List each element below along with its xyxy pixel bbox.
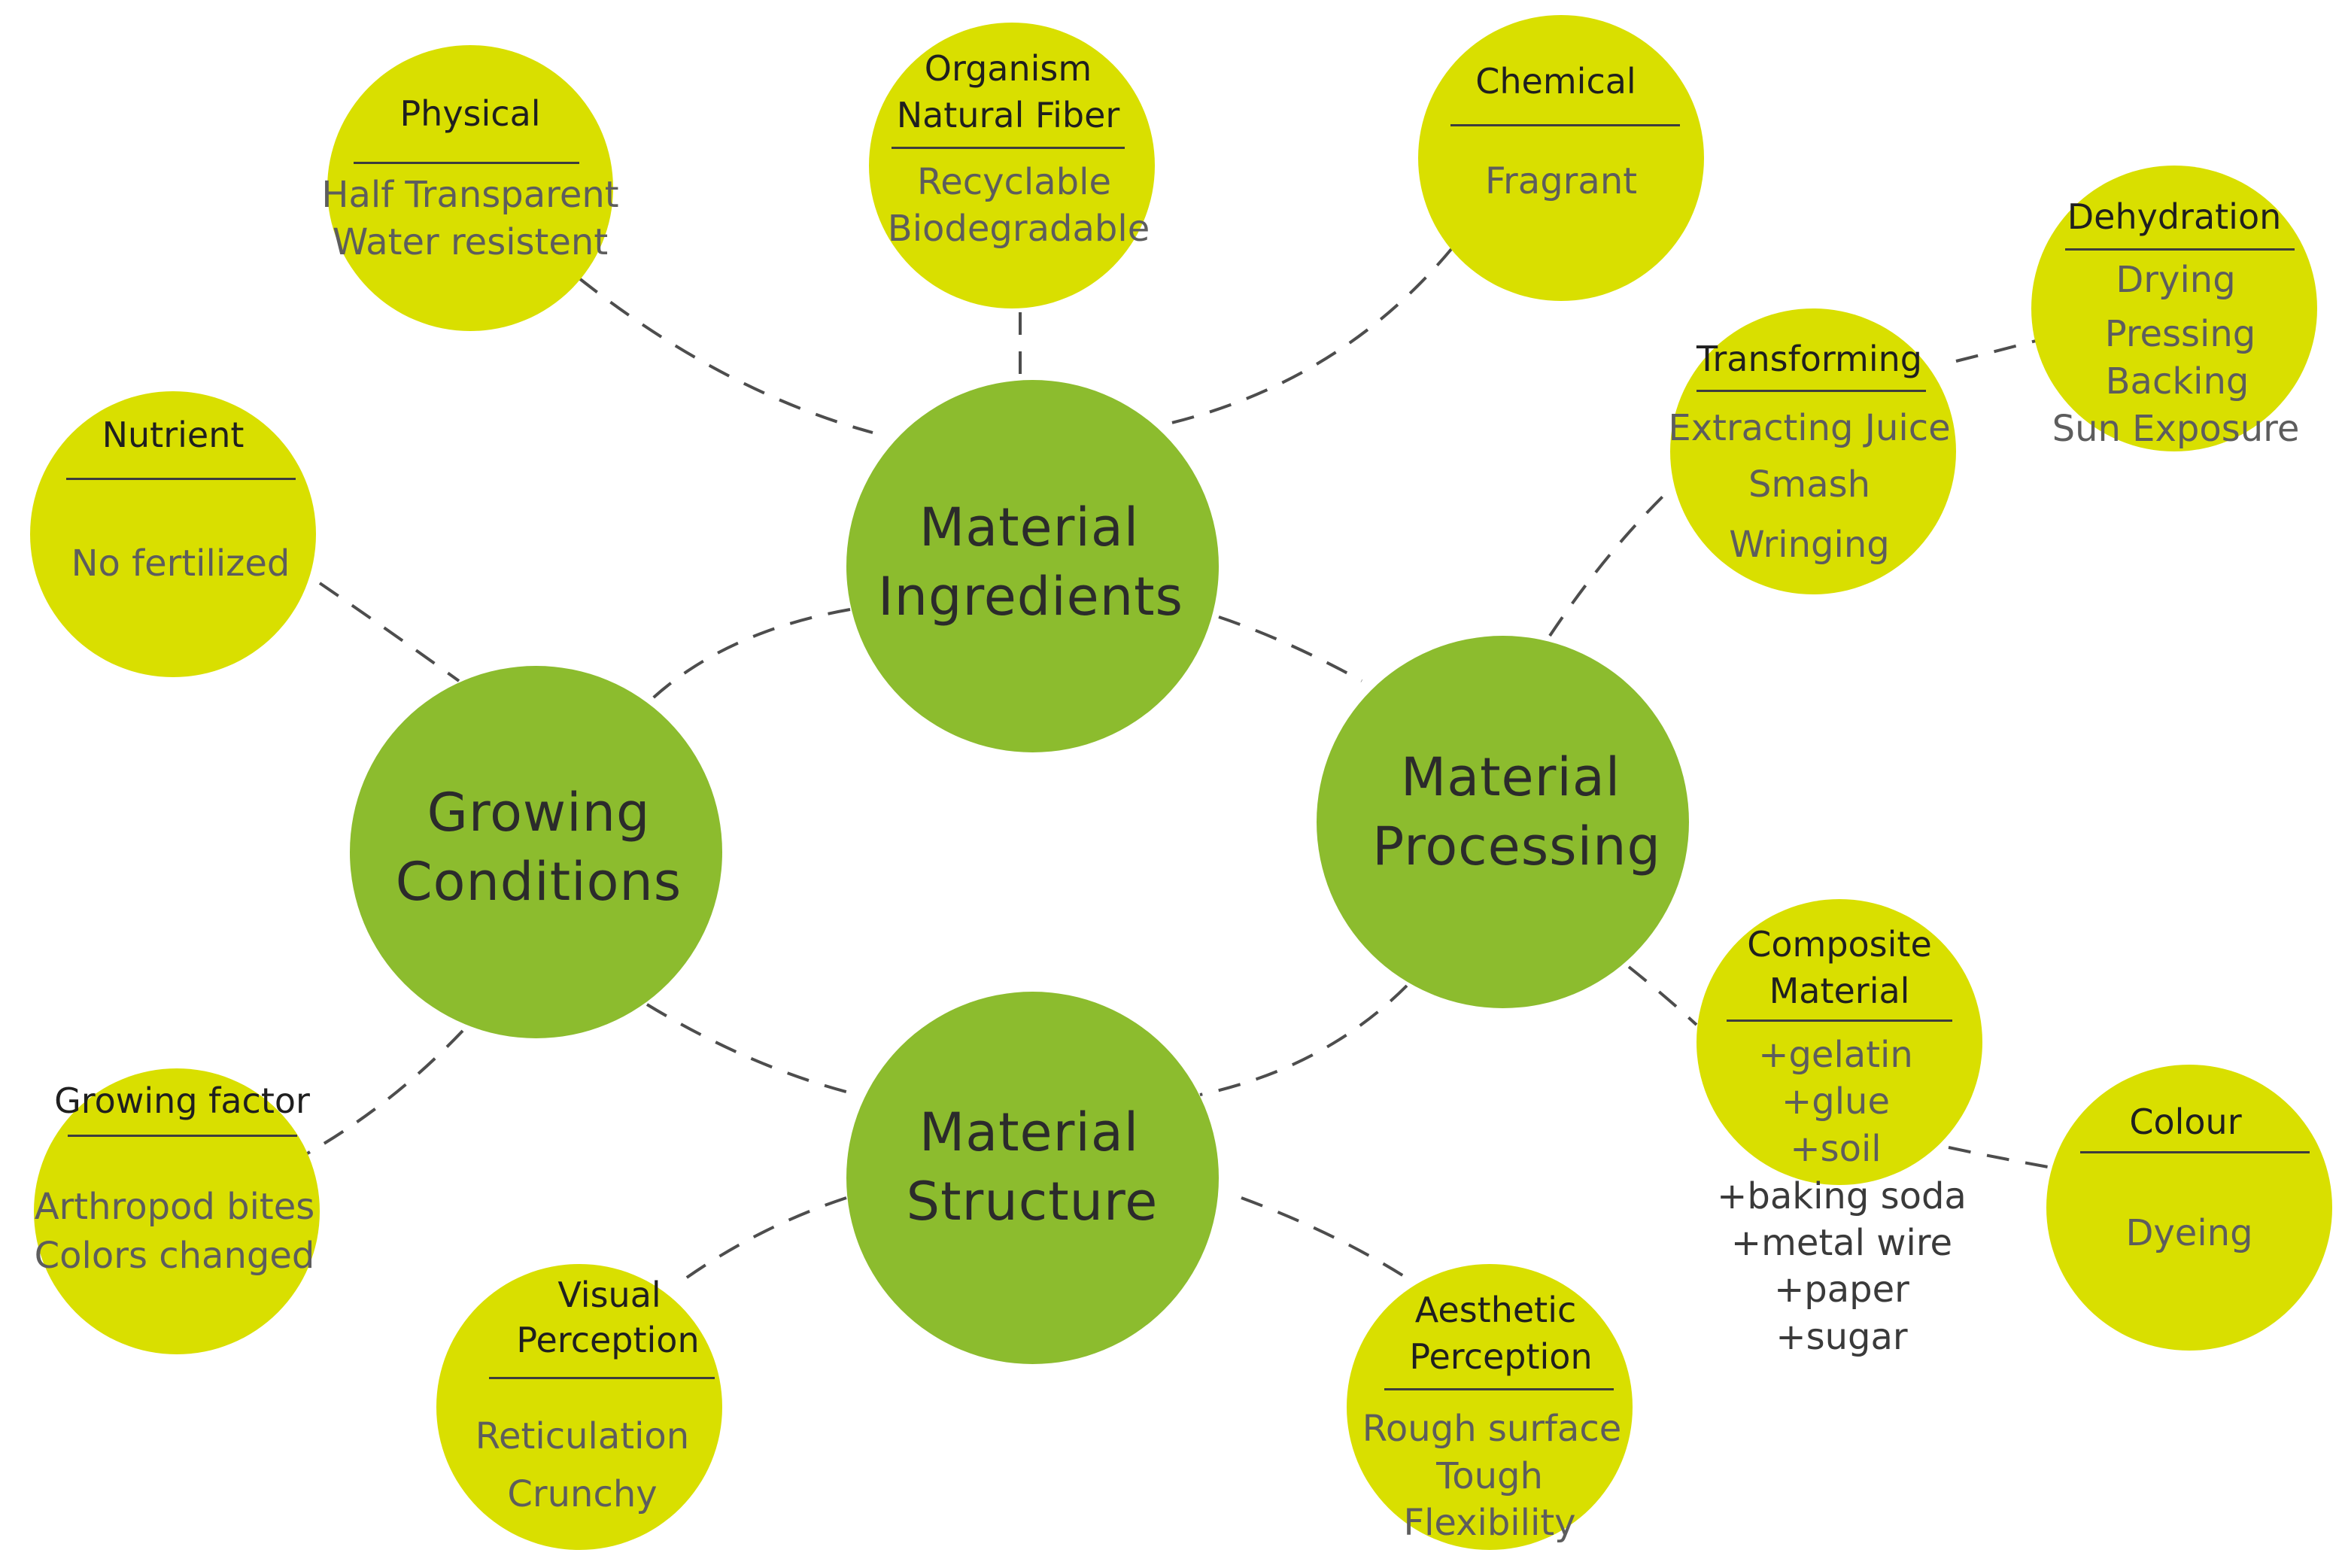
dehydration-item-1: Drying: [2116, 259, 2236, 301]
nutrient-item-1: No fertilized: [71, 542, 290, 585]
link-nutrient-growing: [318, 582, 460, 682]
composite-item-5: +metal wire: [1730, 1222, 1953, 1264]
growing-factor-circle: [34, 1068, 320, 1354]
visual-circle: [436, 1264, 722, 1550]
link-processing-transforming: [1548, 495, 1664, 637]
organism-circle: [869, 23, 1155, 308]
link-growing-structure: [645, 1003, 858, 1096]
composite-item-6: +paper: [1774, 1269, 1909, 1311]
composite-circle: [1697, 899, 1982, 1185]
visual-item-1: Reticulation: [475, 1415, 690, 1457]
growing-title-line1: Growing: [427, 782, 651, 843]
physical-circle: [327, 45, 613, 331]
composite-title-line1: Composite: [1747, 924, 1932, 965]
ingredients-title-line1: Material: [919, 497, 1140, 558]
organism-item-1: Recyclable: [917, 161, 1111, 203]
transforming-item-3: Wringing: [1729, 524, 1890, 566]
transforming-item-2: Smash: [1748, 463, 1871, 506]
transforming-divider: [1697, 390, 1926, 392]
dehydration-divider: [2065, 248, 2295, 251]
ingredients-circle: [846, 380, 1219, 752]
link-ingredients-processing: [1218, 615, 1362, 682]
link-physical-ingredients: [578, 277, 873, 434]
physical-item-1: Half Transparent: [321, 174, 619, 216]
growing-factor-item-1: Arthropod bites: [34, 1186, 315, 1228]
aesthetic-item-3: Flexibility: [1403, 1502, 1576, 1544]
dehydration-item-3: Backing: [2105, 360, 2249, 403]
composite-item-1: +gelatin: [1758, 1034, 1913, 1076]
growing-factor-title: Growing factor: [54, 1080, 310, 1121]
link-structure-aesthetic: [1241, 1196, 1416, 1284]
aesthetic-title-line1: Aesthetic: [1414, 1290, 1577, 1330]
dehydration-circle: [2031, 166, 2317, 451]
visual-divider: [489, 1377, 715, 1379]
composite-item-2: +glue: [1782, 1080, 1890, 1123]
link-composite-colour: [1948, 1146, 2066, 1171]
structure-title-line2: Structure: [906, 1171, 1159, 1232]
nutrient-circle: [30, 391, 316, 677]
nutrient-divider: [66, 478, 296, 480]
link-ingredients-growing: [645, 608, 851, 705]
transforming-circle: [1670, 308, 1956, 594]
composite-title-line2: Material: [1769, 971, 1910, 1011]
composite-item-7: +sugar: [1775, 1316, 1908, 1358]
processing-title-line1: Material: [1400, 746, 1621, 808]
link-chemical-ingredients: [1162, 247, 1453, 427]
visual-title-line1: Visual: [557, 1275, 661, 1315]
physical-divider: [354, 162, 579, 164]
growing-title-line2: Conditions: [395, 851, 682, 913]
chemical-title: Chemical: [1475, 61, 1636, 102]
dehydration-item-2: Pressing: [2104, 313, 2256, 355]
colour-circle: [2046, 1065, 2332, 1351]
aesthetic-divider: [1384, 1388, 1614, 1390]
aesthetic-title-line2: Perception: [1409, 1336, 1593, 1377]
physical-title: Physical: [399, 93, 541, 134]
composite-item-4: +baking soda: [1717, 1175, 1967, 1217]
colour-item-1: Dyeing: [2125, 1212, 2253, 1254]
colour-divider: [2080, 1151, 2310, 1153]
structure-circle: [846, 992, 1219, 1364]
transforming-title: Transforming: [1697, 339, 1922, 379]
visual-title-line2: Perception: [516, 1320, 700, 1360]
dehydration-title: Dehydration: [2067, 196, 2282, 237]
link-processing-composite: [1627, 965, 1698, 1026]
chemical-item-1: Fragrant: [1484, 160, 1638, 202]
dehydration-item-4: Sun Exposure: [2052, 408, 2300, 450]
physical-item-2: Water resistent: [332, 221, 609, 263]
growing-factor-divider: [68, 1135, 297, 1137]
visual-item-2: Crunchy: [507, 1473, 658, 1515]
transforming-item-1: Extracting Juice: [1668, 407, 1951, 449]
organism-item-2: Biodegradable: [887, 208, 1150, 250]
aesthetic-circle: [1347, 1264, 1633, 1550]
link-structure-visual: [683, 1196, 847, 1281]
link-processing-structure: [1199, 984, 1408, 1096]
aesthetic-item-2: Tough: [1436, 1455, 1543, 1497]
organism-title-line2: Natural Fiber: [896, 95, 1120, 135]
composite-item-3: +soil: [1790, 1128, 1882, 1170]
processing-circle: [1317, 636, 1689, 1008]
structure-title-line1: Material: [919, 1102, 1140, 1163]
nutrient-title: Nutrient: [102, 415, 245, 455]
link-growing-factor: [304, 1029, 464, 1156]
composite-divider: [1727, 1020, 1952, 1022]
chemical-divider: [1450, 124, 1680, 126]
growing-circle: [350, 666, 722, 1038]
aesthetic-item-1: Rough surface: [1362, 1408, 1622, 1450]
processing-title-line2: Processing: [1372, 816, 1661, 877]
growing-factor-item-2: Colors changed: [34, 1235, 315, 1277]
organism-title-line1: Organism: [924, 48, 1092, 89]
ingredients-title-line2: Ingredients: [878, 566, 1183, 628]
organism-divider: [892, 147, 1125, 149]
chemical-circle: [1418, 15, 1704, 301]
colour-title: Colour: [2129, 1102, 2242, 1142]
link-transforming-dehydration: [1955, 339, 2040, 363]
